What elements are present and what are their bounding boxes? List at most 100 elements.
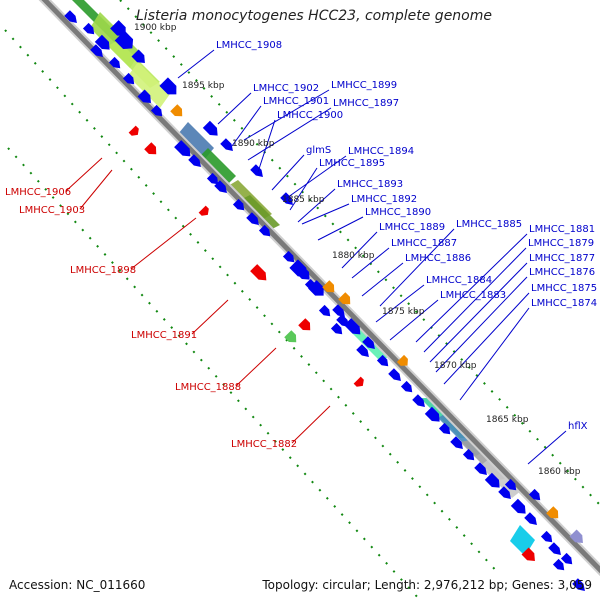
gene-arrow-shape bbox=[232, 198, 245, 211]
gene-arrow-shape bbox=[250, 164, 263, 177]
plus-strand-gene bbox=[214, 180, 227, 193]
kbp-tick-label: 1890 kbp bbox=[232, 139, 275, 149]
plus-label-leader bbox=[317, 216, 364, 241]
plus-strand-gene bbox=[504, 478, 517, 491]
plus-strand-gene bbox=[250, 164, 263, 177]
plus-label-leader bbox=[459, 307, 530, 401]
plus-strand-gene bbox=[289, 259, 307, 277]
plus-label-leader bbox=[301, 203, 350, 225]
plus-strand-gene bbox=[137, 89, 151, 103]
minus-strand-gene bbox=[198, 205, 209, 216]
plus-gene-label: LMHCC_1897 bbox=[333, 98, 399, 109]
special-strand-gene bbox=[322, 280, 335, 293]
gene-arrow-shape bbox=[322, 280, 335, 293]
plus-strand-gene bbox=[524, 512, 537, 525]
gene-arrow-shape bbox=[170, 104, 183, 117]
gene-arrow-shape bbox=[412, 394, 425, 407]
outer-dotted-guide-left bbox=[4, 29, 501, 576]
plus-strand-gene bbox=[114, 30, 134, 50]
gene-arrow-shape bbox=[540, 530, 553, 543]
kbp-tick-label: 1860 kbp bbox=[538, 467, 581, 477]
topology-text: Topology: circular; Length: 2,976,212 bp… bbox=[262, 578, 592, 592]
gene-arrow-shape bbox=[362, 336, 375, 349]
plus-label-leader bbox=[435, 276, 528, 373]
gene-arrow-shape bbox=[82, 22, 95, 35]
gene-arrow-shape bbox=[353, 376, 364, 387]
plus-gene-label: LMHCC_1899 bbox=[331, 80, 397, 91]
gene-arrow-shape bbox=[376, 354, 389, 367]
gene-arrow-shape bbox=[388, 368, 401, 381]
plus-gene-label: LMHCC_1892 bbox=[351, 194, 417, 205]
plus-strand-gene bbox=[412, 394, 425, 407]
plus-strand-gene bbox=[110, 20, 126, 36]
minus-strand-rna-gene bbox=[284, 330, 297, 343]
gene-arrow-shape bbox=[282, 250, 295, 263]
minus-gene-label: LMHCC_1888 bbox=[175, 382, 241, 393]
gene-arrow-shape bbox=[344, 318, 361, 335]
gene-arrow-shape bbox=[504, 478, 517, 491]
plus-label-leader bbox=[527, 430, 567, 465]
gene-arrow-shape bbox=[110, 20, 126, 36]
minus-label-leader bbox=[191, 299, 229, 335]
plus-strand-gene bbox=[474, 462, 487, 475]
gene-arrow-shape bbox=[552, 558, 565, 571]
gene-arrow-shape bbox=[122, 72, 135, 85]
plus-gene-label: LMHCC_1877 bbox=[529, 253, 595, 264]
plus-label-leader bbox=[297, 188, 336, 223]
plus-label-leader bbox=[283, 155, 347, 201]
gene-arrow-shape bbox=[396, 354, 408, 366]
plus-strand-gene bbox=[64, 10, 77, 23]
gene-arrow-shape bbox=[450, 436, 463, 449]
gene-arrow-shape bbox=[510, 498, 526, 514]
plus-gene-label: LMHCC_1900 bbox=[277, 110, 343, 121]
gene-arrow-shape bbox=[198, 205, 209, 216]
minus-strand-gene bbox=[298, 318, 311, 331]
plus-strand-gene bbox=[220, 138, 233, 151]
gene-arrow-shape bbox=[144, 142, 157, 155]
plus-strand-gene bbox=[108, 56, 121, 69]
gene-arrow-shape bbox=[188, 154, 201, 167]
gene-arrow-shape bbox=[528, 488, 541, 501]
plus-label-leader bbox=[415, 233, 528, 343]
plus-strand-gene bbox=[308, 280, 324, 296]
plus-strand-gene bbox=[540, 530, 553, 543]
minus-strand-gene bbox=[353, 376, 364, 387]
minus-gene-label: LMHCC_1906 bbox=[5, 187, 71, 198]
plus-gene-label: LMHCC_1885 bbox=[456, 219, 522, 230]
gene-arrow-shape bbox=[424, 406, 440, 422]
gene-arrow-shape bbox=[128, 125, 139, 136]
kbp-tick-label: 1865 kbp bbox=[486, 415, 529, 425]
plus-strand-gene bbox=[572, 578, 585, 591]
kbp-tick-label: 1885 kbp bbox=[282, 195, 325, 205]
plus-label-leader bbox=[361, 262, 404, 297]
plus-label-leader bbox=[423, 247, 527, 353]
plus-strand-gene bbox=[376, 354, 389, 367]
gene-arrow-shape bbox=[284, 330, 297, 343]
plus-strand-gene bbox=[560, 552, 573, 565]
plus-strand-gene bbox=[336, 314, 349, 327]
gene-arrow-shape bbox=[569, 529, 583, 543]
gene-arrow-shape bbox=[338, 292, 351, 305]
gene-arrow-shape bbox=[462, 448, 475, 461]
gene-arrow-shape bbox=[318, 304, 331, 317]
plus-strand-gene bbox=[344, 318, 361, 335]
plus-strand-gene bbox=[424, 406, 440, 422]
minus-label-leader bbox=[291, 405, 331, 444]
plus-strand-gene bbox=[450, 436, 463, 449]
plus-gene-label: LMHCC_1879 bbox=[528, 238, 594, 249]
plus-label-leader bbox=[379, 228, 455, 307]
plus-strand-gene bbox=[332, 304, 345, 317]
plus-label-leader bbox=[217, 92, 252, 125]
gene-arrow-shape bbox=[159, 77, 177, 95]
kbp-tick-label: 1875 kbp bbox=[382, 307, 425, 317]
kbp-tick-label: 1895 kbp bbox=[182, 81, 225, 91]
plus-strand-gene bbox=[174, 140, 191, 157]
plus-label-leader bbox=[389, 299, 439, 341]
gene-arrow-shape bbox=[246, 212, 259, 225]
gene-arrows-layer bbox=[64, 10, 585, 591]
plus-strand-gene bbox=[498, 486, 511, 499]
gene-arrow-shape bbox=[131, 49, 145, 63]
minus-label-leader bbox=[79, 169, 113, 210]
